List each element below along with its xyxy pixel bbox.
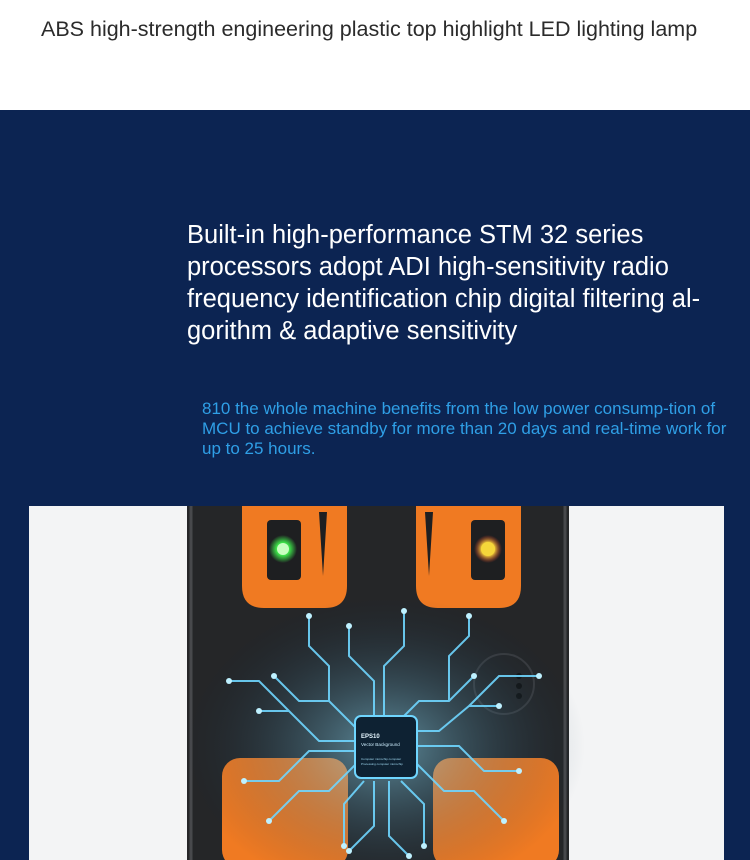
chip-subtitle: Vector Background bbox=[361, 742, 400, 747]
chip-line2: Processing computer microchip bbox=[361, 762, 403, 766]
left-orange-housing bbox=[242, 506, 347, 608]
top-caption: ABS high-strength engineering plastic to… bbox=[41, 17, 698, 41]
feature-subtext: 810 the whole machine benefits from the … bbox=[202, 399, 727, 458]
chip-line1: Computer microchip computer bbox=[361, 757, 401, 761]
right-orange-housing bbox=[416, 506, 521, 608]
microchip-icon: EPS10 Vector Background Computer microch… bbox=[354, 715, 418, 779]
right-edge-strip bbox=[724, 506, 750, 860]
feature-headline: Built-in high-performance STM 32 series … bbox=[187, 221, 701, 345]
circuit-traces bbox=[229, 611, 539, 857]
chip-title: EPS10 bbox=[361, 734, 380, 740]
top-banner: ABS high-strength engineering plastic to… bbox=[0, 0, 750, 110]
device-illustration: EPS10 Vector Background Computer microch… bbox=[185, 506, 585, 860]
circuit-nodes bbox=[226, 608, 542, 859]
product-image: EPS10 Vector Background Computer microch… bbox=[29, 506, 724, 860]
